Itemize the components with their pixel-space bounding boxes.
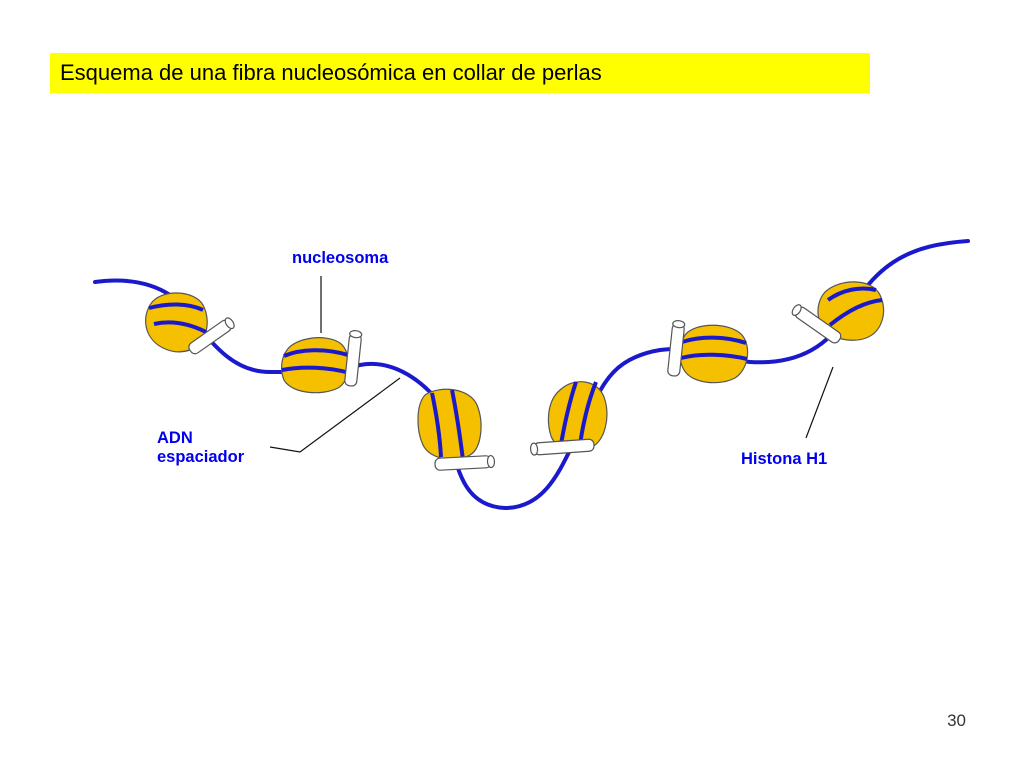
histone-h1-2	[344, 330, 363, 387]
nucleosome-5	[667, 320, 749, 384]
slide-title: Esquema de una fibra nucleosómica en col…	[60, 60, 602, 85]
nucleosome-1	[144, 292, 235, 355]
histone-h1-5	[667, 320, 686, 377]
label-histone-h1: Histona H1	[741, 450, 828, 468]
label-spacer-line2: espaciador	[157, 448, 245, 466]
nucleosome-3	[417, 388, 496, 471]
histone-h1-6	[791, 304, 842, 344]
label-spacer-dna: ADN espaciador	[157, 429, 244, 467]
histone-leader-line	[805, 366, 834, 439]
nucleosome-4	[529, 381, 608, 456]
label-spacer-line1: ADN	[157, 429, 193, 447]
histone-h1-4	[529, 438, 595, 456]
slide-title-bar: Esquema de una fibra nucleosómica en col…	[50, 53, 870, 93]
page-number: 30	[947, 711, 966, 730]
spacer-leader-line	[269, 377, 401, 453]
nucleosome-6	[791, 281, 885, 344]
histone-h1-1	[188, 317, 235, 355]
dna-strand	[93, 239, 970, 511]
label-nucleosome: nucleosoma	[292, 249, 389, 267]
nucleosome-2	[281, 330, 363, 394]
histone-h1-3	[434, 454, 496, 471]
